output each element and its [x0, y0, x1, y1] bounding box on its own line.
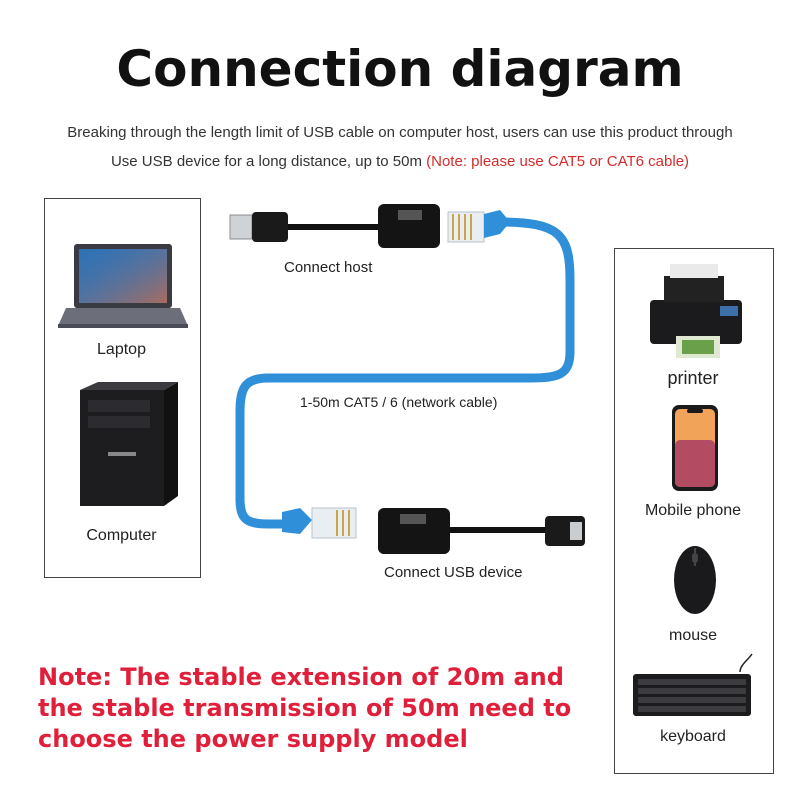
mobile-phone-label: Mobile phone — [644, 502, 742, 519]
connect-host-label: Connect host — [284, 259, 373, 276]
rj45-connector-host — [447, 210, 510, 243]
mouse-label: mouse — [668, 627, 718, 644]
note-line-2: the stable transmission of 50m need to — [38, 694, 572, 722]
computer-tower-icon — [80, 382, 178, 506]
diagram-title: Connection diagram — [116, 40, 684, 98]
laptop-label: Laptop — [97, 341, 146, 358]
rj45-connector-device — [282, 507, 357, 539]
subtitle-line-2: Use USB device for a long distance, up t… — [20, 147, 780, 176]
keyboard-label: keyboard — [660, 728, 726, 745]
keyboard-icon — [633, 653, 753, 716]
subtitle-line-2-text: Use USB device for a long distance, up t… — [110, 153, 427, 170]
network-cable — [235, 217, 575, 529]
host-adapter — [378, 204, 440, 248]
note-line-1: Note: The stable extension of 20m and — [38, 663, 564, 691]
printer-label: printer — [667, 368, 719, 388]
power-supply-note: Note: The stable extension of 20m and th… — [38, 662, 571, 755]
network-cable-label: 1-50m CAT5 / 6 (network cable) — [300, 394, 498, 410]
usb-female-socket — [545, 516, 585, 546]
usb-male-plug — [229, 212, 380, 242]
mobile-phone-icon — [672, 405, 718, 491]
computer-label: Computer — [86, 527, 157, 544]
printer-icon — [650, 264, 742, 358]
connect-usb-device-label: Connect USB device — [384, 564, 523, 581]
subtitle-line-1: Breaking through the length limit of USB… — [67, 124, 733, 141]
note-line-3: choose the power supply model — [38, 725, 468, 753]
subtitle-cable-note: (Note: please use CAT5 or CAT6 cable) — [426, 153, 690, 170]
laptop-icon — [58, 244, 188, 328]
device-adapter — [378, 508, 545, 554]
mouse-icon — [674, 546, 716, 614]
